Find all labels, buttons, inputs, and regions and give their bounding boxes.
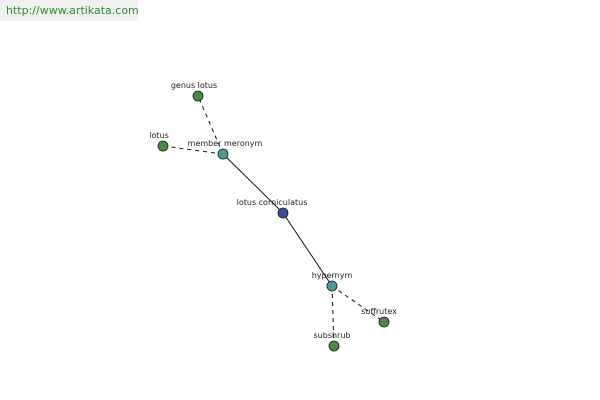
nodes-layer (157, 90, 390, 352)
node-lotus[interactable] (157, 140, 169, 152)
node-suffrutex[interactable] (378, 316, 390, 328)
node-label-member-meronym: member meronym (188, 139, 263, 148)
edges-layer (162, 95, 385, 347)
node-label-genus-lotus: genus lotus (171, 81, 217, 90)
node-label-subshrub: subshrub (314, 331, 351, 340)
node-center[interactable] (277, 207, 289, 219)
edge-center-to-member-meronym (222, 153, 284, 214)
labels-layer: lotus corniculatus member meronym hypernym… (149, 81, 397, 340)
edge-center-to-hypernym (282, 212, 333, 287)
node-member-meronym[interactable] (217, 148, 229, 160)
node-genus-lotus[interactable] (192, 90, 204, 102)
edge-member-meronym-to-lotus (162, 145, 224, 155)
node-hypernym[interactable] (326, 280, 338, 292)
site-url-banner[interactable]: http://www.artikata.com (0, 0, 139, 21)
node-label-center: lotus corniculatus (237, 198, 308, 207)
edge-member-meronym-to-genus-lotus (197, 95, 224, 155)
node-subshrub[interactable] (328, 340, 340, 352)
node-label-lotus: lotus (149, 131, 169, 140)
node-label-suffrutex: suffrutex (361, 307, 397, 316)
edge-hypernym-to-suffrutex (331, 285, 385, 323)
edge-hypernym-to-subshrub (331, 285, 335, 347)
node-label-hypernym: hypernym (312, 271, 353, 280)
